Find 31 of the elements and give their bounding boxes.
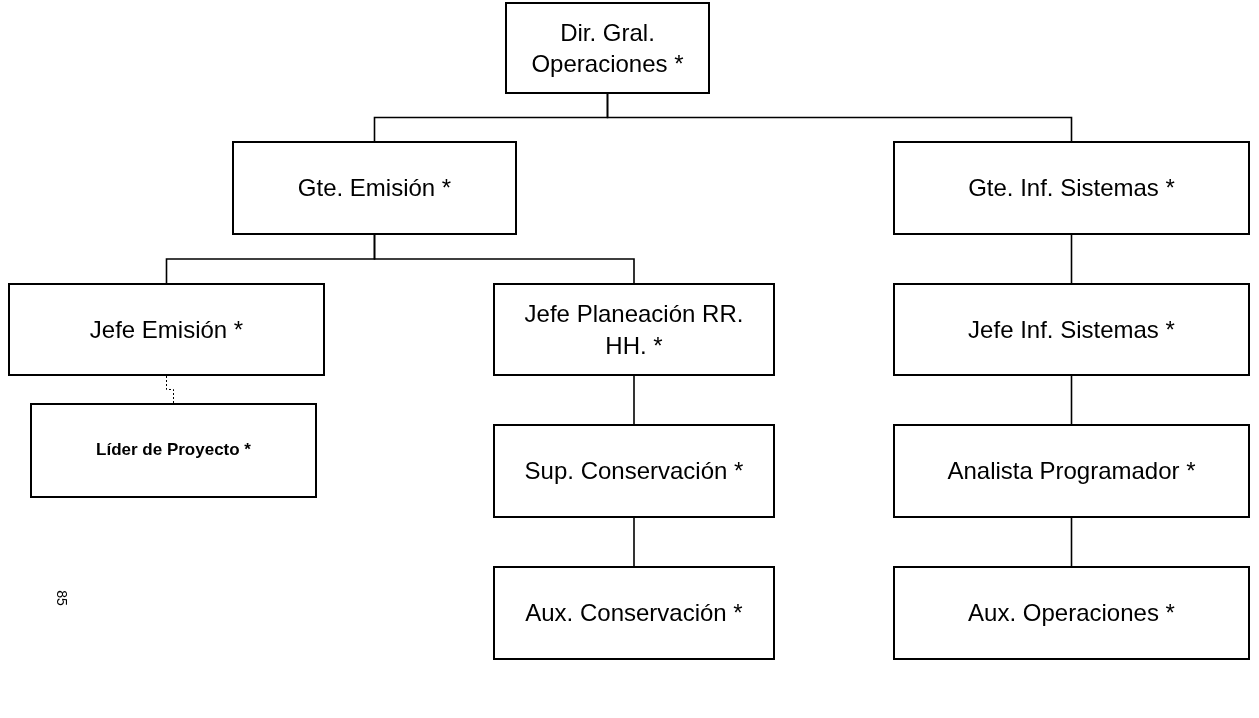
- position-title: Aux. Operaciones *: [968, 598, 1175, 629]
- position-title: Líder de Proyecto *: [96, 439, 251, 462]
- connector-line: [633, 375, 635, 425]
- position-title: Jefe Emisión *: [89, 314, 244, 345]
- connector-line: [633, 517, 635, 567]
- position-box: [893, 566, 1250, 660]
- dotted-connector: [166, 375, 174, 404]
- position-title: Gte. Emisión *: [297, 173, 452, 204]
- connector-line: [373, 234, 635, 284]
- position-box: [893, 424, 1250, 518]
- connector-line: [1070, 375, 1073, 425]
- position-box: [893, 283, 1250, 376]
- position-title: Aux. Conservación *: [525, 598, 743, 629]
- position-box: [493, 424, 775, 518]
- position-title: Analista Programador *: [947, 456, 1196, 487]
- connector-line: [1070, 517, 1073, 567]
- position-title: Dir. Gral. Operaciones *: [530, 17, 685, 79]
- position-box: [232, 141, 517, 235]
- connector-line: [1070, 234, 1073, 284]
- position-title: Sup. Conservación *: [524, 456, 744, 487]
- page-number: 85: [53, 590, 70, 606]
- position-box: [493, 566, 775, 660]
- position-box: [30, 403, 317, 498]
- position-box: [505, 2, 710, 94]
- position-box: [893, 141, 1250, 235]
- position-title: Gte. Inf. Sistemas *: [968, 173, 1175, 204]
- connector-line: [606, 93, 1073, 142]
- position-box: [493, 283, 775, 376]
- position-title: Jefe Inf. Sistemas *: [968, 314, 1175, 345]
- position-title: Jefe Planeación RR. HH. *: [523, 299, 745, 361]
- position-box: [8, 283, 325, 376]
